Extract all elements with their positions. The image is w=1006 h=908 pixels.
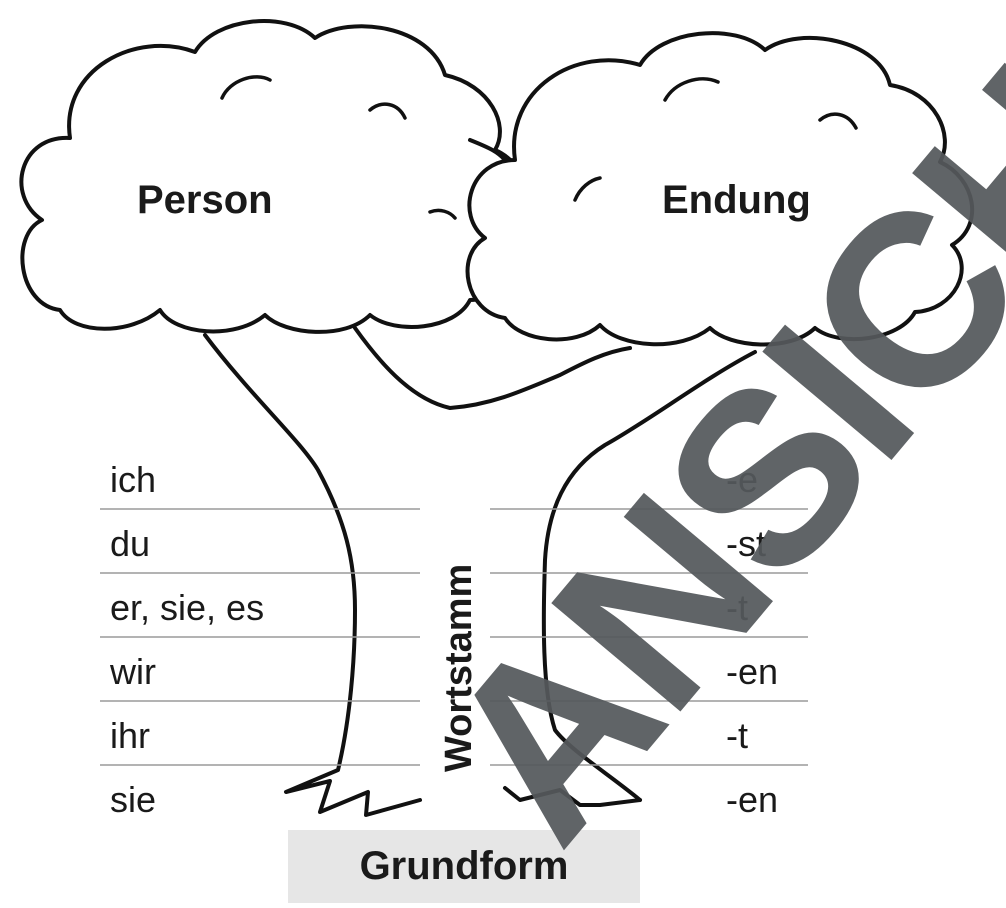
endung-cloud: [465, 31, 975, 347]
ending-column: -e -st -t -en -t -en: [726, 459, 778, 820]
person-row-6: sie: [110, 779, 156, 820]
person-row-4: wir: [109, 651, 156, 692]
ending-row-3: -t: [726, 587, 748, 628]
tree-trunk: [203, 326, 757, 817]
branch-link: [468, 138, 507, 162]
grundform-box: Grundform: [288, 830, 640, 903]
person-cloud: [19, 19, 529, 334]
ending-row-6: -en: [726, 779, 778, 820]
person-row-3: er, sie, es: [110, 587, 264, 628]
person-row-5: ihr: [110, 715, 150, 756]
ending-row-5: -t: [726, 715, 748, 756]
person-row-1: ich: [110, 459, 156, 500]
ending-row-4: -en: [726, 651, 778, 692]
ending-row-2: -st: [726, 523, 766, 564]
person-row-2: du: [110, 523, 150, 564]
grundform-label: Grundform: [360, 844, 569, 888]
wortstamm-label: Wortstamm: [438, 564, 480, 772]
person-column: ich du er, sie, es wir ihr sie: [109, 459, 264, 820]
ending-row-1: -e: [726, 459, 758, 500]
row-lines: [100, 508, 808, 766]
endung-label: Endung: [662, 178, 811, 222]
person-label: Person: [137, 178, 273, 222]
